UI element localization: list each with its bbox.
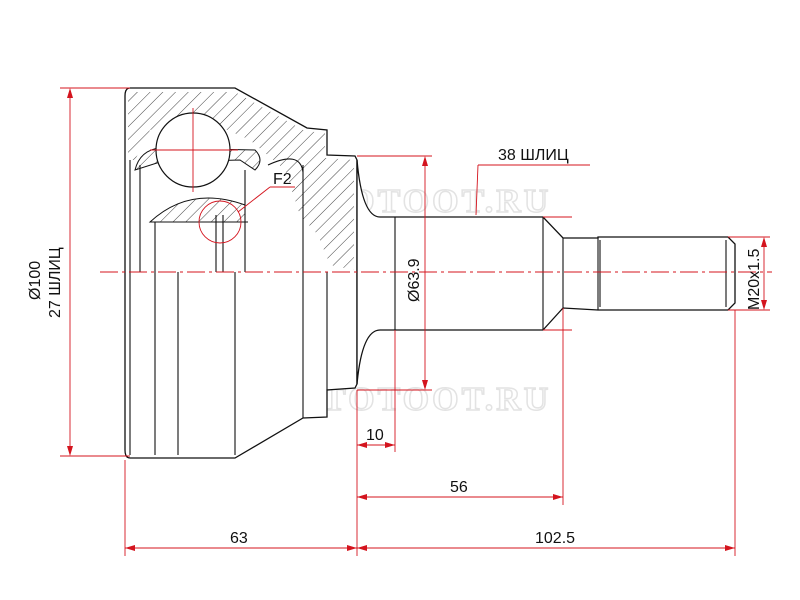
labels: Ø100 27 ШЛИЦ Ø63.9 M20x1.5 38 ШЛИЦ F2 10…: [27, 147, 763, 547]
spline-length-dim: 56: [450, 479, 468, 496]
flange-offset-dim: 10: [366, 427, 384, 444]
body-length-dim: 63: [230, 530, 248, 547]
outer-diameter-label: Ø100: [27, 261, 44, 300]
dimensions: [60, 87, 770, 556]
thread-label: M20x1.5: [746, 249, 763, 310]
outer-splines-label: 38 ШЛИЦ: [498, 147, 569, 164]
shaft-diameter-label: Ø63.9: [406, 258, 423, 302]
shaft-length-dim: 102.5: [535, 530, 575, 547]
joint-housing: [124, 87, 358, 459]
detail-label: F2: [273, 171, 292, 188]
inner-splines-label: 27 ШЛИЦ: [47, 247, 64, 318]
